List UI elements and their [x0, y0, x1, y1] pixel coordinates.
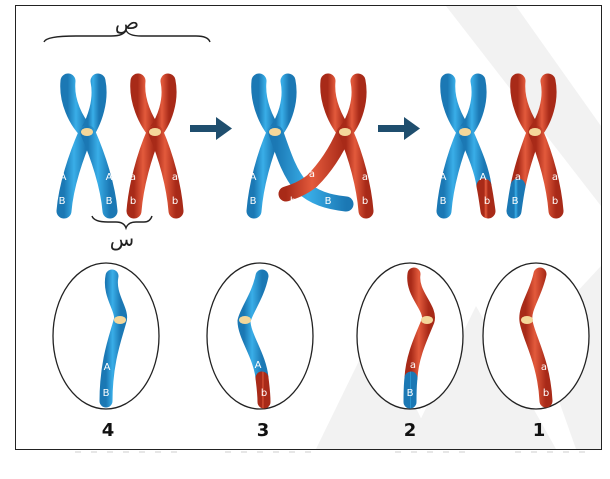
blue-chromosome: A B A b — [440, 81, 491, 211]
meiosis-crossing-over-diagram: ص A B A B a — [16, 6, 601, 449]
allele-label: a — [541, 362, 547, 373]
blue-chromosome: A B A B — [59, 81, 113, 211]
allele-label: b — [543, 388, 549, 399]
gamete-3: A b 3 — [207, 263, 313, 441]
allele-label: b — [362, 196, 368, 207]
allele-label: A — [440, 172, 447, 183]
stage-homologous-pair: A B A B a b a b — [59, 81, 179, 211]
red-chromosome: a b a b — [286, 81, 368, 211]
allele-label: B — [103, 388, 110, 399]
allele-label: A — [255, 360, 262, 371]
centromere — [239, 316, 251, 324]
allele-label: a — [552, 172, 558, 183]
allele-label: a — [309, 169, 315, 180]
centromere — [529, 128, 541, 136]
allele-label: B — [407, 388, 414, 399]
allele-label: A — [60, 172, 67, 183]
red-chromosome: a B a b — [512, 81, 559, 211]
top-bracket-label: ص — [115, 10, 139, 34]
top-bracket: ص — [44, 10, 210, 42]
red-chromosome: a b a b — [130, 81, 178, 211]
centromere — [339, 128, 351, 136]
allele-label: a — [172, 172, 178, 183]
arrow-right-icon — [378, 117, 420, 140]
allele-label: b — [290, 196, 296, 207]
centromere — [521, 316, 533, 324]
allele-label: a — [130, 172, 136, 183]
allele-label: a — [515, 172, 521, 183]
allele-label: B — [106, 196, 113, 207]
allele-label: A — [104, 362, 111, 373]
gamete-number: 4 — [102, 420, 115, 441]
gamete-1: a b 1 — [483, 263, 589, 441]
centromere — [269, 128, 281, 136]
allele-label: B — [59, 196, 66, 207]
stage-crossing-over: A B a b a b B — [250, 81, 369, 211]
allele-label: B — [512, 196, 519, 207]
centromere — [81, 128, 93, 136]
allele-label: A — [250, 172, 257, 183]
centromere — [149, 128, 161, 136]
allele-label: b — [261, 388, 267, 399]
allele-label: A — [106, 172, 113, 183]
allele-label: b — [484, 196, 490, 207]
bottom-bracket: س — [92, 216, 152, 251]
allele-label: B — [440, 196, 447, 207]
gamete-number: 3 — [257, 420, 270, 441]
allele-label: b — [172, 196, 178, 207]
allele-label: a — [410, 360, 416, 371]
allele-label: a — [362, 172, 368, 183]
allele-label: B — [250, 196, 257, 207]
centromere — [114, 316, 126, 324]
cropped-strip — [15, 449, 600, 479]
stage-recombined-pair: A B A b a B a b — [440, 81, 559, 211]
diagram-frame: ص A B A B a — [15, 5, 602, 450]
bottom-bracket-label: س — [110, 227, 134, 251]
allele-label: b — [130, 196, 136, 207]
gamete-4: A B 4 — [53, 263, 159, 441]
allele-label: A — [480, 172, 487, 183]
gamete-number: 1 — [533, 420, 546, 441]
centromere — [459, 128, 471, 136]
allele-label: B — [325, 196, 332, 207]
centromere — [421, 316, 433, 324]
allele-label: b — [552, 196, 558, 207]
gamete-number: 2 — [404, 420, 417, 441]
gamete-2: a B 2 — [357, 263, 463, 441]
arrow-right-icon — [190, 117, 232, 140]
